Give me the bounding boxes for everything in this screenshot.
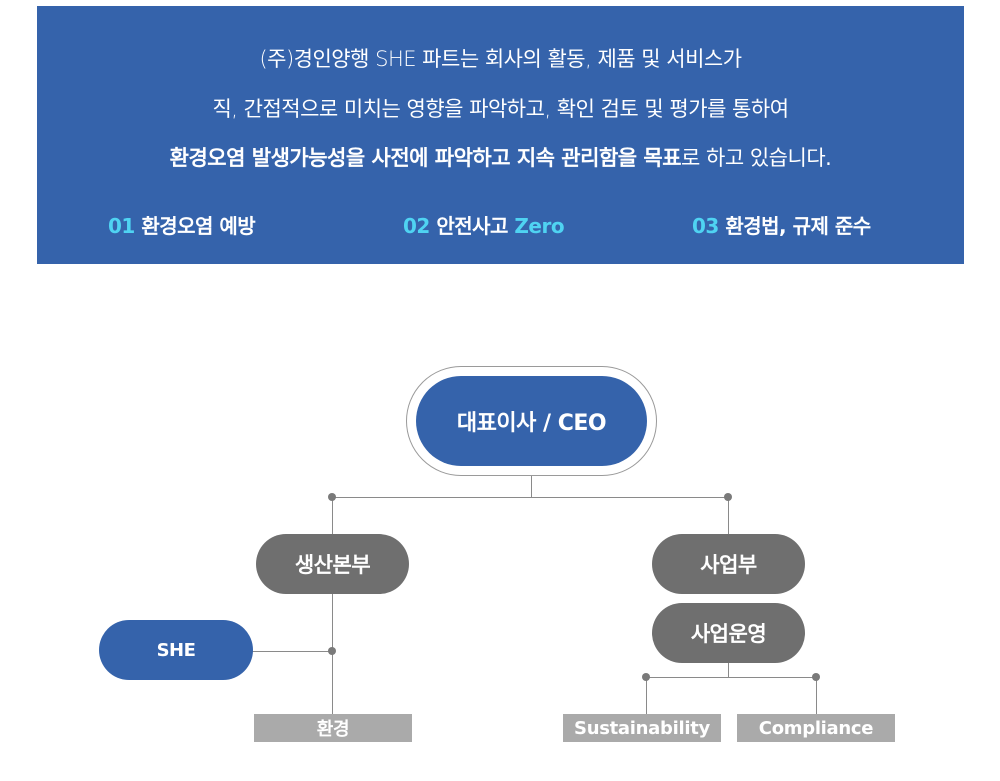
she-node: SHE (99, 620, 253, 680)
connector-top-horizontal (332, 497, 728, 498)
connector-right-down (728, 497, 729, 537)
business-operations-node: 사업운영 (652, 603, 805, 663)
intro-banner: (주)경인양행 SHE 파트는 회사의 활동, 제품 및 서비스가 직, 간접적… (37, 6, 964, 264)
intro-line-2: 직, 간접적으로 미치는 영향을 파악하고, 확인 검토 및 평가를 통하여 (212, 97, 789, 121)
connector-she (252, 651, 332, 652)
production-division-node: 생산본부 (256, 534, 409, 594)
goal-3-label: 환경법, 규제 준수 (725, 214, 871, 238)
goal-2-number: 02 (403, 214, 430, 238)
goal-1-number: 01 (108, 214, 135, 238)
connector-left-down (332, 497, 333, 537)
connector-ceo-down (531, 476, 532, 497)
connector-dot-sustainability (642, 673, 650, 681)
intro-line-1: (주)경인양행 SHE 파트는 회사의 활동, 제품 및 서비스가 (259, 47, 742, 71)
intro-line-3-rest: 로 하고 있습니다. (681, 146, 832, 170)
connector-ops-horizontal (646, 677, 817, 678)
connector-dot-left (328, 493, 336, 501)
connector-dot-compliance (812, 673, 820, 681)
goal-1: 01 환경오염 예방 (108, 210, 256, 239)
goal-3: 03 환경법, 규제 준수 (692, 210, 871, 239)
goal-3-number: 03 (692, 214, 719, 238)
goal-2-suffix: Zero (514, 214, 565, 238)
compliance-node: Compliance (737, 714, 895, 742)
intro-line-3-emphasis: 환경오염 발생가능성을 사전에 파악하고 지속 관리함을 목표 (169, 146, 682, 170)
business-division-node: 사업부 (652, 534, 805, 594)
goal-2-label: 안전사고 (436, 214, 508, 238)
connector-dot-right (724, 493, 732, 501)
ceo-node: 대표이사 / CEO (416, 376, 647, 466)
intro-line-3: 환경오염 발생가능성을 사전에 파악하고 지속 관리함을 목표로 하고 있습니다… (37, 142, 964, 172)
connector-ops-down (728, 663, 729, 677)
environment-node: 환경 (254, 714, 412, 742)
goal-2: 02 안전사고 Zero (403, 210, 565, 239)
connector-sustainability (646, 677, 647, 715)
goal-1-label: 환경오염 예방 (141, 214, 256, 238)
connector-dot-she (328, 647, 336, 655)
sustainability-node: Sustainability (563, 714, 721, 742)
connector-compliance (816, 677, 817, 715)
